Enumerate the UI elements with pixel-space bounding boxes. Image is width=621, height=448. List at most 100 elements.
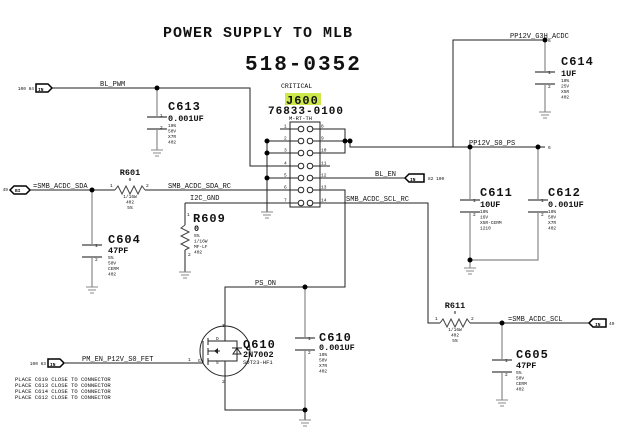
connector-ref: J600 (286, 94, 319, 108)
note: PLACE C612 CLOSE TO CONNECTOR (15, 394, 111, 401)
component-spec: 5% (127, 205, 133, 211)
pin-num: 2 (146, 183, 149, 189)
pin-number: 9 (321, 136, 324, 142)
component-spec: 50V (516, 376, 524, 382)
net-smb-sda-rc: SMB_ACDC_SDA_RC (168, 183, 231, 191)
component-spec: 1/16W (194, 239, 208, 245)
port-ref: 100 84 (18, 86, 35, 92)
pin-num: 1 (188, 357, 191, 363)
component-value: 0.001UF (168, 114, 204, 124)
component-spec: 10% (480, 209, 488, 215)
port-bl-pwm (35, 83, 54, 93)
component-value: 10UF (480, 200, 500, 210)
note: PLACE C610 CLOSE TO CONNECTOR (15, 376, 111, 383)
net-pp12v-g3h: PP12V_G3H_ACDC (510, 33, 569, 41)
port-ref: 49 (609, 321, 615, 327)
pin-num: 2 (473, 212, 476, 218)
component-value: 1UF (561, 69, 576, 79)
component-value: 47PF (108, 246, 128, 256)
component-spec: 5% (108, 255, 114, 261)
port-smb-scl (587, 318, 607, 328)
pin-num: 2 (188, 252, 191, 258)
source-label: S (216, 360, 219, 366)
component-ref: R609 (193, 212, 226, 226)
component-value: 0 (129, 177, 132, 183)
resistor-zigzags (114, 184, 471, 329)
component-spec: X5R-CERM (480, 220, 502, 226)
component-ref: C610 (319, 331, 352, 345)
pin-num: 1 (95, 243, 98, 249)
pin-number: 2 (284, 136, 287, 142)
component-spec: 10% (561, 78, 569, 84)
ref-highlight (285, 93, 321, 105)
component-spec: 402 (561, 95, 569, 101)
component-spec: 1210 (480, 226, 491, 232)
pin-number: 3 (284, 148, 287, 154)
component-spec: 402 (548, 226, 556, 232)
component-spec: 402 (194, 250, 202, 256)
component-spec: 5% (452, 338, 458, 344)
port-ref: 6 (548, 38, 551, 44)
component-value: 0.001UF (548, 200, 584, 210)
pin-num: 1 (435, 316, 438, 322)
component-spec: 1/16W (123, 194, 137, 200)
net-ps-on: PS_ON (255, 280, 276, 288)
component-ref: Q610 (243, 338, 276, 352)
component-spec: CERM (108, 266, 119, 272)
pin-number: 6 (284, 185, 287, 191)
pin-num: 2 (308, 350, 311, 356)
component-ref: C613 (168, 100, 201, 114)
pin-num: 2 (505, 372, 508, 378)
net-pm-en: PM_EN_P12V_S0_FET (82, 356, 153, 364)
gate-label: G (198, 358, 201, 364)
port-ref: 82 100 (428, 176, 445, 182)
pin-num: 1 (505, 358, 508, 364)
component-spec: MF-LF (194, 244, 208, 250)
port-smb-sda (8, 185, 32, 195)
sheet-title: POWER SUPPLY TO MLB (163, 25, 353, 42)
pin-num: 1 (548, 70, 551, 76)
component-spec: 50V (108, 261, 116, 267)
note: PLACE C614 CLOSE TO CONNECTOR (15, 388, 111, 395)
pin-number: 7 (284, 198, 287, 204)
component-spec: X5R (561, 89, 569, 95)
component-ref: R601 (120, 168, 140, 178)
connector-pin-row[interactable]: 3 10 (280, 148, 330, 157)
connector-type: M-RT-TH (289, 115, 312, 122)
pin-num: 2 (222, 379, 225, 385)
junctions (89, 37, 548, 413)
pin-num: 2 (548, 84, 551, 90)
component-spec: 5% (516, 370, 522, 376)
mosfet-q610[interactable]: G D S 1 3 2 Q610 2N7002 SOT23-HF1 (188, 321, 276, 385)
port-label: IN (595, 322, 601, 328)
component-spec: 5% (194, 233, 200, 239)
net-smb-scl-rc: SMB_ACDC_SCL_RC (346, 196, 409, 204)
port-flags[interactable] (8, 83, 607, 368)
component-spec: 50V (319, 358, 327, 364)
pin-num: 3 (222, 323, 225, 329)
net-bl-en: BL_EN (375, 171, 396, 179)
pin-number: 10 (321, 148, 327, 154)
pin-number: 12 (321, 173, 327, 179)
component-spec: 50V (548, 215, 556, 221)
net-bl-pwm: BL_PWM (100, 81, 125, 89)
component-spec: X7R (548, 220, 556, 226)
